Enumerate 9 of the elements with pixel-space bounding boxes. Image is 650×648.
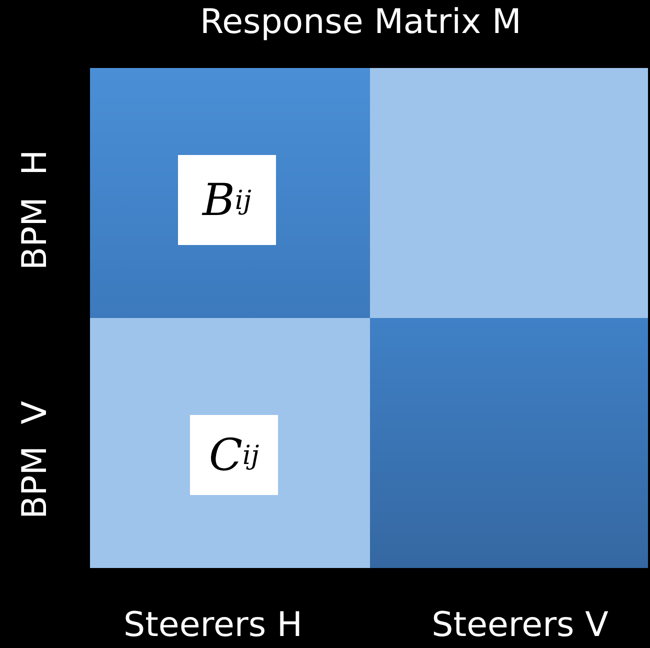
column-label: Steerers H [124, 605, 302, 645]
row-label: BPM H [15, 150, 55, 270]
chart-title: Response Matrix M [200, 2, 522, 42]
matrix-block [370, 68, 648, 318]
matrix-block [90, 318, 370, 568]
row-label: BPM V [15, 400, 55, 520]
matrix-block [90, 68, 370, 318]
matrix-block [370, 318, 648, 568]
column-label: Steerers V [432, 605, 608, 645]
